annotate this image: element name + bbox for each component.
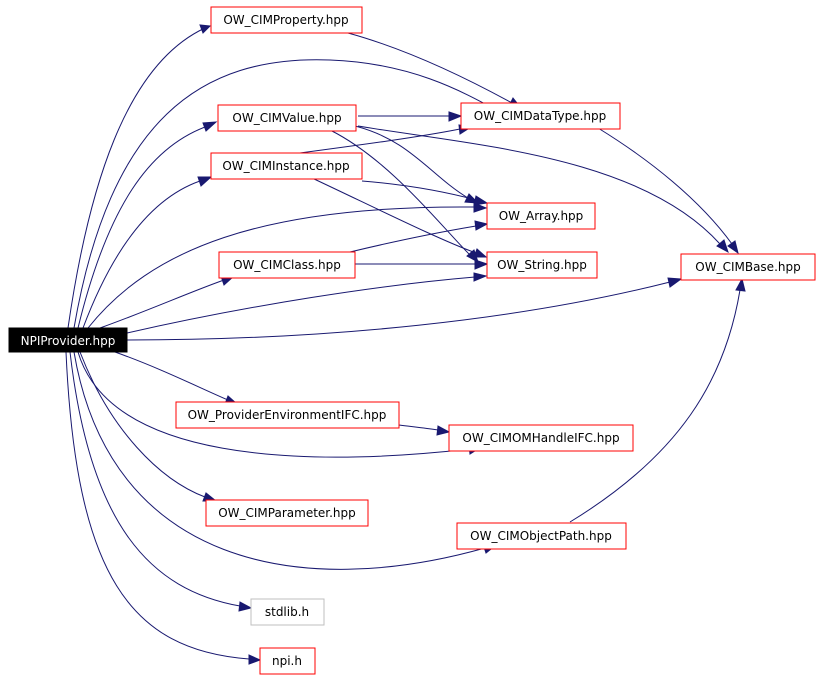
edge-cimdatatype-to-cimbase <box>597 127 739 255</box>
node-array[interactable]: OW_Array.hpp <box>486 202 596 230</box>
edge-npiprovider-to-cimobjectpath <box>73 351 498 570</box>
node-label: OW_CIMInstance.hpp <box>222 159 349 173</box>
node-cimobjectpath[interactable]: OW_CIMObjectPath.hpp <box>456 522 627 550</box>
node-label: npi.h <box>272 654 302 668</box>
edge-npiprovider-to-cimvalue <box>77 121 218 329</box>
node-label: OW_CIMBase.hpp <box>695 260 800 274</box>
node-npiprovider[interactable]: NPIProvider.hpp <box>8 327 128 353</box>
edge-cimvalue-to-cimbase <box>357 125 729 254</box>
node-label: OW_CIMClass.hpp <box>233 258 341 272</box>
node-label: OW_CIMOMHandleIFC.hpp <box>462 431 619 445</box>
edge-ciminstance-to-string <box>311 177 488 258</box>
edge-providerenv-to-cimomhandle <box>398 424 451 436</box>
node-stdlib[interactable]: stdlib.h <box>250 598 325 626</box>
node-label: OW_ProviderEnvironmentIFC.hpp <box>188 408 387 422</box>
node-cimproperty[interactable]: OW_CIMProperty.hpp <box>210 6 363 34</box>
node-label: stdlib.h <box>265 605 309 619</box>
edge-cimvalue-to-string <box>329 129 479 264</box>
node-cimclass[interactable]: OW_CIMClass.hpp <box>218 251 356 279</box>
edge-npiprovider-to-cimdatatype <box>73 59 510 329</box>
node-label: NPIProvider.hpp <box>21 334 116 348</box>
node-string[interactable]: OW_String.hpp <box>486 251 598 279</box>
node-label: OW_CIMDataType.hpp <box>474 109 606 123</box>
node-npi[interactable]: npi.h <box>259 647 316 675</box>
edge-ciminstance-to-array <box>361 180 489 206</box>
graph-edges <box>65 24 746 665</box>
edge-npiprovider-to-ciminstance <box>82 176 213 329</box>
edge-npiprovider-to-cimbase <box>126 277 683 341</box>
node-label: OW_CIMProperty.hpp <box>223 13 348 27</box>
edge-cimproperty-to-cimdatatype <box>347 32 523 109</box>
edge-npiprovider-to-cimproperty <box>67 24 212 329</box>
edge-npiprovider-to-array <box>87 202 488 329</box>
edge-npiprovider-to-stdlib <box>69 351 253 612</box>
node-cimdatatype[interactable]: OW_CIMDataType.hpp <box>460 102 621 130</box>
node-cimbase[interactable]: OW_CIMBase.hpp <box>680 253 816 281</box>
graph-nodes: NPIProvider.hpp OW_CIMProperty.hpp OW_CI… <box>8 6 816 675</box>
edge-npiprovider-to-providerenv <box>114 351 239 405</box>
node-label: OW_CIMValue.hpp <box>232 111 341 125</box>
edge-cimobjectpath-to-cimbase <box>569 277 746 523</box>
node-cimomhandle[interactable]: OW_CIMOMHandleIFC.hpp <box>448 424 634 452</box>
node-ciminstance[interactable]: OW_CIMInstance.hpp <box>210 152 363 180</box>
edge-npiprovider-to-npi <box>65 351 262 665</box>
node-cimvalue[interactable]: OW_CIMValue.hpp <box>217 104 357 132</box>
node-label: OW_Array.hpp <box>499 209 584 223</box>
edge-cimclass-to-array <box>349 220 489 253</box>
edge-cimvalue-to-cimdatatype <box>358 111 463 122</box>
node-cimparameter[interactable]: OW_CIMParameter.hpp <box>205 499 369 527</box>
edge-cimvalue-to-array <box>354 125 480 204</box>
edge-npiprovider-to-cimclass <box>99 275 236 329</box>
node-label: OW_CIMObjectPath.hpp <box>470 529 612 543</box>
edge-cimclass-to-string <box>355 259 489 270</box>
node-providerenv[interactable]: OW_ProviderEnvironmentIFC.hpp <box>175 401 400 429</box>
node-label: OW_String.hpp <box>497 258 587 272</box>
edge-npiprovider-to-string <box>126 272 488 334</box>
node-label: OW_CIMParameter.hpp <box>218 506 356 520</box>
